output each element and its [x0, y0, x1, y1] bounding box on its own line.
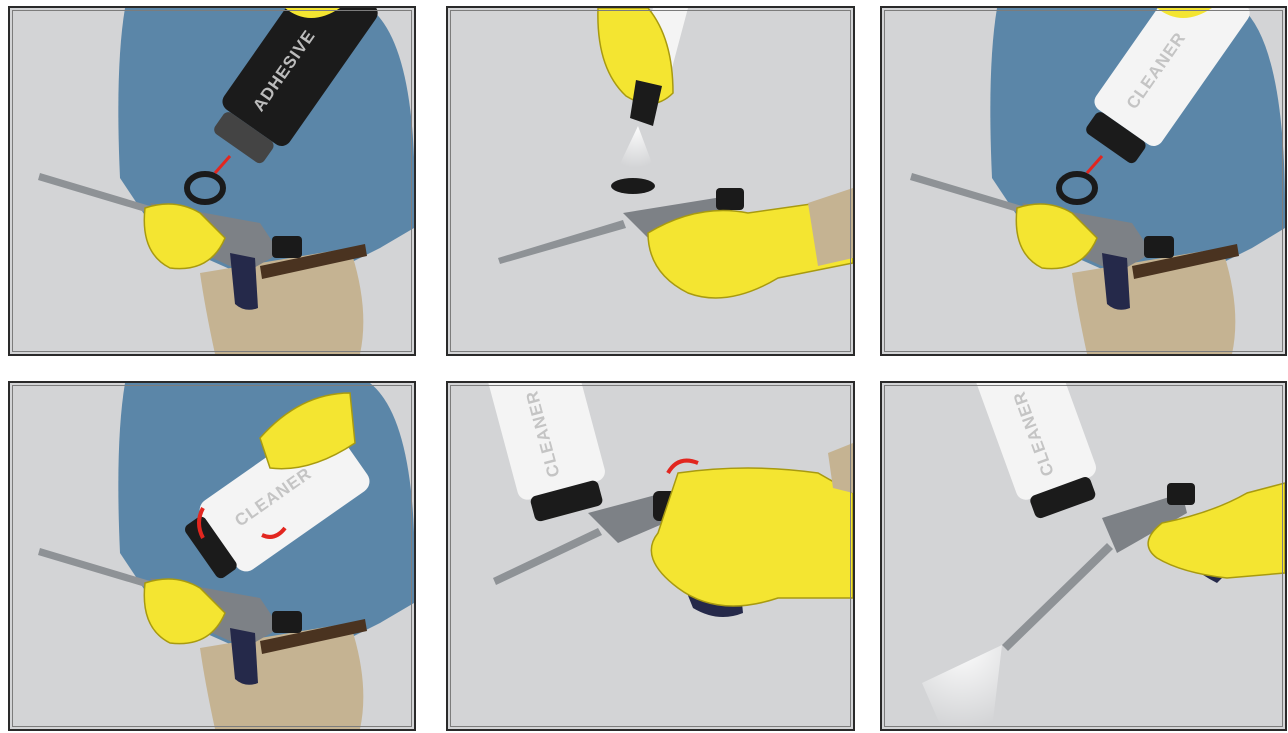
- step-3-attach-cleaner-panel: CLEANER: [880, 6, 1287, 356]
- gun-valve: [716, 188, 744, 210]
- glove: [651, 468, 853, 606]
- spray-mist: [618, 126, 653, 168]
- step-6-illustration: CLEANER: [882, 383, 1285, 729]
- step-5-illustration: CLEANER: [448, 383, 853, 729]
- gun-barrel: [1002, 543, 1113, 651]
- step-1-illustration: ADHESIVE: [10, 8, 414, 354]
- step-3-illustration: CLEANER: [882, 8, 1285, 354]
- gun-barrel: [498, 220, 626, 264]
- step-5-turn-valve-panel: CLEANER: [446, 381, 855, 731]
- gun-adapter: [611, 178, 655, 194]
- step-6-spray-clean-panel: CLEANER: [880, 381, 1287, 731]
- step-4-illustration: CLEANER: [10, 383, 414, 729]
- step-1-attach-adhesive-panel: ADHESIVE: [8, 6, 416, 356]
- gun-valve: [272, 611, 302, 633]
- spray-cone: [922, 645, 1002, 729]
- gun-valve: [272, 236, 302, 258]
- step-4-twist-cleaner-panel: CLEANER: [8, 381, 416, 731]
- gun-valve: [1144, 236, 1174, 258]
- step-2-illustration: [448, 8, 853, 354]
- gun-barrel: [493, 528, 602, 585]
- step-2-spray-release-panel: [446, 6, 855, 356]
- gun-valve: [1167, 483, 1195, 505]
